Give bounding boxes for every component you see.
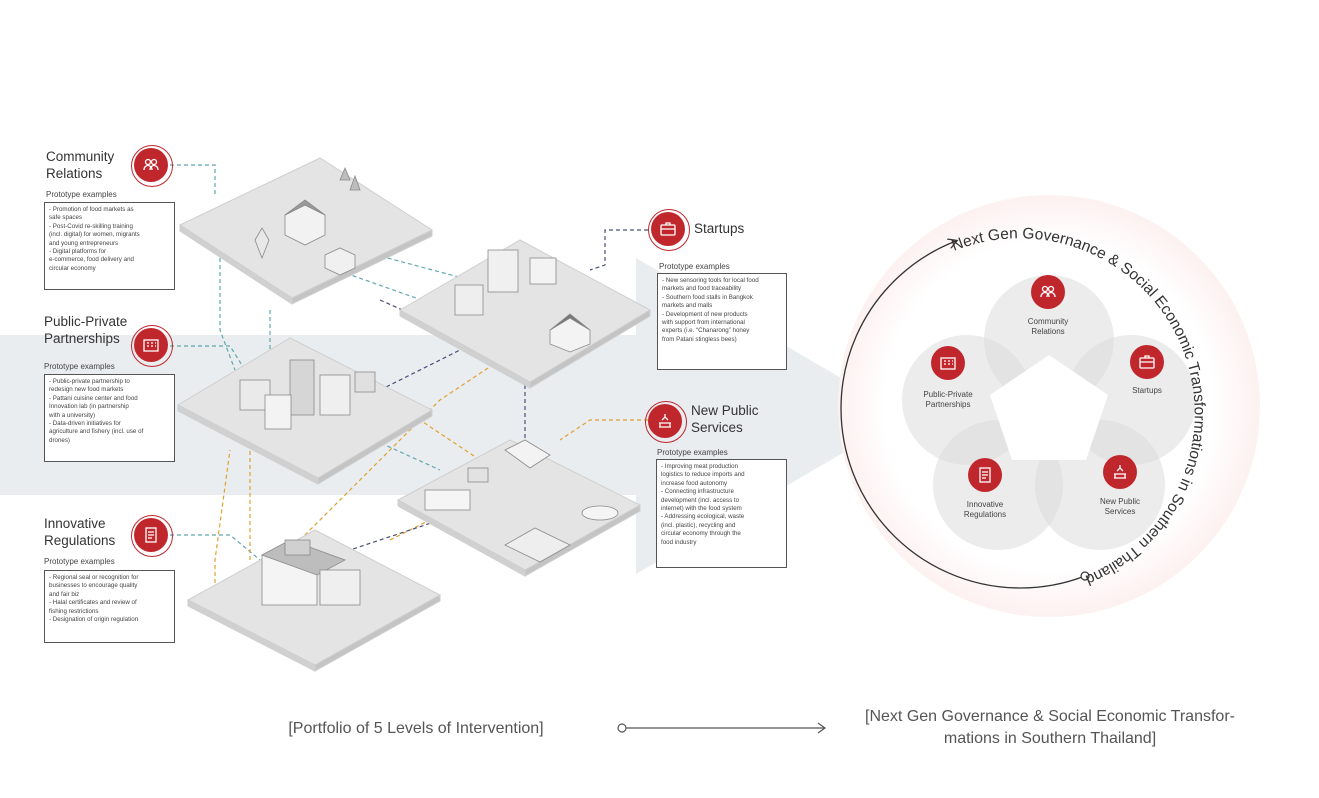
document-icon [134, 518, 168, 552]
briefcase-icon [651, 212, 685, 246]
community-icon-ring [131, 145, 173, 187]
example-line: - Promotion of food markets as [49, 206, 134, 213]
example-line: circular economy through the [661, 530, 741, 538]
innov-sub: Prototype examples [44, 557, 115, 566]
example-line: - Connecting infrastructure [661, 488, 734, 496]
cycle-diagram: Next Gen Governance & Social Economic Tr… [840, 225, 1208, 589]
example-line: internet) with the food system [661, 505, 742, 513]
example-line: - Development of new products [662, 310, 748, 318]
startups-icon-ring [648, 209, 690, 251]
nps-icon-ring [645, 401, 687, 443]
startups-title: Startups [694, 221, 745, 236]
government-icon [648, 404, 682, 438]
example-line: and young entrepreneurs [49, 239, 119, 247]
example-line: drones) [49, 436, 70, 444]
community-sub: Prototype examples [46, 190, 117, 199]
example-line: Innovation lab (in partnership [49, 403, 129, 411]
example-line: - Data-driven initiatives for [49, 420, 121, 428]
example-line: and fair biz [49, 590, 80, 598]
people-icon [134, 148, 168, 182]
cycle-briefcase-icon [1130, 345, 1164, 379]
example-line: increase food autonomy [661, 479, 728, 487]
example-line: fishing restrictions [49, 607, 99, 615]
example-line: - Designation of origin regulation [49, 616, 139, 624]
example-line: safe spaces [49, 214, 83, 222]
example-line: e-commerce, food delivery and [49, 256, 134, 264]
example-line: - New sensoring tools for local food [662, 277, 759, 284]
startups-sub: Prototype examples [659, 262, 730, 271]
example-line: experts (i.e. “Chanarong” honey [662, 327, 750, 335]
example-line: agriculture and fishery (incl. use of [49, 428, 144, 436]
nps-sub: Prototype examples [657, 448, 728, 457]
example-line: - Public-private partnership to [49, 378, 130, 385]
cycle-document-icon [968, 458, 1002, 492]
example-line: markets and malls [662, 302, 713, 310]
caption-arrow [617, 722, 827, 734]
cycle-label-startups: Startups [1132, 386, 1162, 395]
example-line: - Digital platforms for [49, 248, 107, 256]
cycle-government-icon [1103, 455, 1137, 489]
example-line: (incl. digital) for women, migrants [49, 231, 140, 239]
ppp-icon-ring [131, 325, 173, 367]
cycle-arrow [840, 241, 1086, 589]
example-line: circular economy [49, 264, 96, 272]
example-line: - Regional seal or recognition for [49, 574, 139, 581]
example-line: - Southern food stalls in Bangkok [662, 293, 753, 301]
example-line: with support from international [662, 319, 745, 327]
example-line: markets and food traceability [662, 285, 742, 293]
example-line: from Patani stingless bees) [662, 335, 737, 343]
example-line: - Post-Covid re-skilling training [49, 222, 133, 230]
example-line: - Pattani cuisine center and food [49, 394, 138, 402]
example-line: development (incl. access to [661, 496, 740, 504]
caption-right: [Next Gen Governance & Social Economic T… [865, 708, 1235, 747]
example-line: (incl. plastic), recycling and [661, 521, 736, 529]
example-line: with a university) [49, 411, 96, 419]
example-line: - Improving meat production [661, 463, 739, 470]
caption-left: [Portfolio of 5 Levels of Intervention] [288, 720, 544, 737]
example-line: logistics to reduce imports and [661, 471, 745, 479]
example-line: businesses to encourage quality [49, 582, 138, 590]
connector-community [170, 164, 216, 195]
example-line: food industry [661, 538, 697, 546]
building-icon [134, 328, 168, 362]
cycle-building-icon [931, 346, 965, 380]
example-line: redesign new food markets [49, 386, 124, 394]
example-line: - Addressing ecological, waste [661, 513, 745, 521]
cycle-people-icon [1031, 275, 1065, 309]
example-line: - Halal certificates and review of [49, 599, 137, 607]
ppp-sub: Prototype examples [44, 362, 115, 371]
innov-icon-ring [131, 515, 173, 557]
